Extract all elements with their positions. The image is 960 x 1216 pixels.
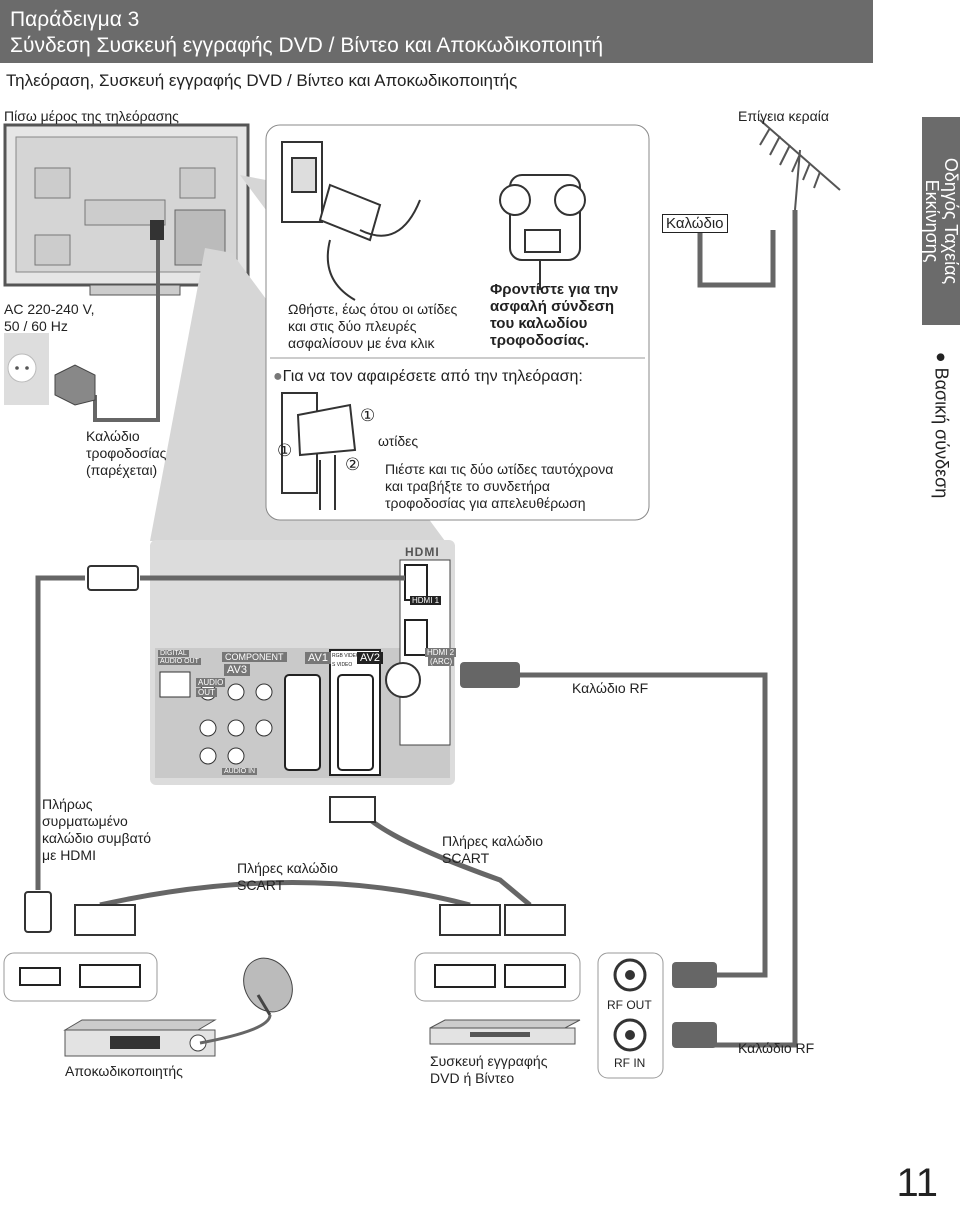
- bullet-icon: ●: [273, 368, 283, 385]
- hdmi-logo: HDMI: [405, 545, 440, 559]
- tabs-label: ωτίδες: [378, 433, 419, 449]
- antenna-icon: [759, 119, 841, 211]
- remove-instruction: ●Για να τον αφαιρέσετε από την τηλεόραση…: [273, 368, 583, 386]
- antenna-split-cable: [697, 230, 776, 288]
- decoder-scart-port: [79, 964, 141, 988]
- rgb-video-label: RGB VIDEO: [332, 653, 360, 659]
- secure-text-3: του καλωδίου: [490, 315, 588, 332]
- plug-insertion-illustration: [281, 141, 421, 301]
- hdmi-cable-line: [35, 575, 85, 890]
- av1-label: AV1: [305, 652, 331, 664]
- antenna-label: Επίγεια κεραία: [738, 108, 829, 124]
- arc-label: (ARC): [428, 657, 455, 666]
- satellite-dish-icon: [199, 957, 293, 1045]
- hdmi-cable-label-4: με HDMI: [42, 847, 96, 863]
- connection-panel: [150, 540, 455, 785]
- example-number: Παράδειγμα 3: [10, 8, 140, 31]
- audio-out-label-1: AUDIO: [196, 678, 226, 687]
- recorder-scart-port-2: [504, 964, 566, 988]
- power-cable-label-3: (παρέχεται): [86, 462, 158, 478]
- hdmi1-port-label: HDMI 1: [410, 596, 442, 605]
- power-cable-line: [93, 240, 160, 422]
- hdmi-plug-bottom-icon: [24, 891, 52, 933]
- secure-text-4: τροφοδοσίας.: [490, 332, 589, 349]
- rf-cable-top-line: [520, 672, 768, 978]
- rf-plug-out-icon: [672, 962, 717, 988]
- rf-cable-bottom-label: Καλώδιο RF: [738, 1040, 815, 1056]
- decoder-hdmi-port: [19, 967, 61, 986]
- remove-instruction-text: Για να τον αφαιρέσετε από την τηλεόραση:: [282, 368, 583, 385]
- rf-cable-top-label: Καλώδιο RF: [572, 680, 649, 696]
- rf-plug-panel-icon: [460, 662, 520, 688]
- plug-face-illustration: [499, 174, 586, 290]
- press-text-2: και τραβήξτε το συνδετήρα: [385, 478, 550, 494]
- hdmi-cable-label-3: καλώδιο συμβατό: [42, 830, 152, 846]
- hdmi2-port-label: HDMI 2: [425, 648, 457, 657]
- power-cable-label-1: Καλώδιο: [86, 428, 140, 444]
- tv-back-illustration: [3, 123, 250, 296]
- secure-text-1: Φροντίστε για την: [490, 281, 619, 298]
- svideo-label: S VIDEO: [332, 662, 353, 668]
- press-text-1: Πιέστε και τις δύο ωτίδες ταυτόχρονα: [385, 461, 614, 477]
- scart-left-label-1: Πλήρες καλώδιο: [237, 860, 339, 876]
- scart-plug-panel-icon: [329, 796, 376, 823]
- scart-left-label-2: SCART: [237, 877, 285, 893]
- page-header: Παράδειγμα 3 Σύνδεση Συσκευή εγγραφής DV…: [0, 0, 873, 63]
- step-two: ②: [345, 455, 361, 474]
- digital-audio-label-2: AUDIO OUT: [158, 658, 201, 665]
- power-cable-label-2: τροφοδοσίας: [86, 445, 167, 461]
- decoder-label: Αποκωδικοποιητής: [65, 1063, 183, 1079]
- wall-socket-icon: [4, 333, 96, 406]
- rf-plug-in-icon: [672, 1022, 717, 1048]
- page-number: 11: [896, 1161, 938, 1205]
- push-text-1: Ωθήστε, έως ότου οι ωτίδες: [288, 301, 458, 317]
- component-label: COMPONENT: [222, 652, 287, 662]
- callout-pointer: [240, 175, 266, 210]
- recorder-scart-port-1: [434, 964, 496, 988]
- step-one-right: ①: [360, 406, 376, 425]
- rf-out-label: RF OUT: [607, 998, 652, 1012]
- scart-right-label-1: Πλήρες καλώδιο: [442, 833, 544, 849]
- press-text-3: τροφοδοσίας για απελευθέρωση: [385, 495, 586, 511]
- tv-back-label: Πίσω μέρος της τηλεόρασης: [4, 108, 179, 124]
- av2-label: AV2: [357, 652, 383, 664]
- recorder-label-2: DVD ή Βίντεο: [430, 1070, 515, 1086]
- hdmi-plug-top-icon: [87, 565, 139, 591]
- hdmi-cable-label-1: Πλήρως: [42, 796, 93, 812]
- scart-plug-recorder-right-icon: [504, 904, 566, 936]
- ac-frequency-label: 50 / 60 Hz: [4, 318, 68, 334]
- step-one-left: ①: [277, 441, 293, 460]
- decoder-device-icon: [63, 1019, 217, 1057]
- rf-ports-box: [597, 952, 664, 1079]
- rf-in-label: RF IN: [614, 1056, 646, 1070]
- scart-plug-decoder-icon: [74, 904, 136, 936]
- cable-label: Καλώδιο: [662, 214, 728, 233]
- push-text-2: και στις δύο πλευρές: [288, 318, 417, 334]
- secure-text-2: ασφαλή σύνδεση: [490, 298, 615, 315]
- recorder-device-icon: [429, 1019, 581, 1045]
- ac-voltage-label: AC 220-240 V,: [4, 301, 95, 317]
- audio-out-label-2: OUT: [196, 688, 217, 697]
- recorder-label-1: Συσκευή εγγραφής: [430, 1053, 548, 1069]
- digital-audio-label-1: DIGITAL: [158, 650, 189, 657]
- push-text-3: ασφαλίσουν με ένα κλικ: [288, 335, 435, 351]
- plug-removal-illustration: [281, 392, 357, 510]
- hdmi-cable-label-2: συρματωμένο: [42, 813, 128, 829]
- scart-cable-left-line: [99, 880, 471, 908]
- subtitle: Τηλεόραση, Συσκευή εγγραφής DVD / Βίντεο…: [6, 71, 518, 90]
- page-title: Σύνδεση Συσκευή εγγραφής DVD / Βίντεο κα…: [10, 34, 604, 57]
- av3-label: AV3: [224, 664, 250, 676]
- scart-plug-recorder-left-icon: [439, 904, 501, 936]
- audio-in-label: AUDIO IN: [222, 768, 258, 775]
- scart-right-label-2: SCART: [442, 850, 490, 866]
- antenna-cable-line: [715, 210, 798, 1048]
